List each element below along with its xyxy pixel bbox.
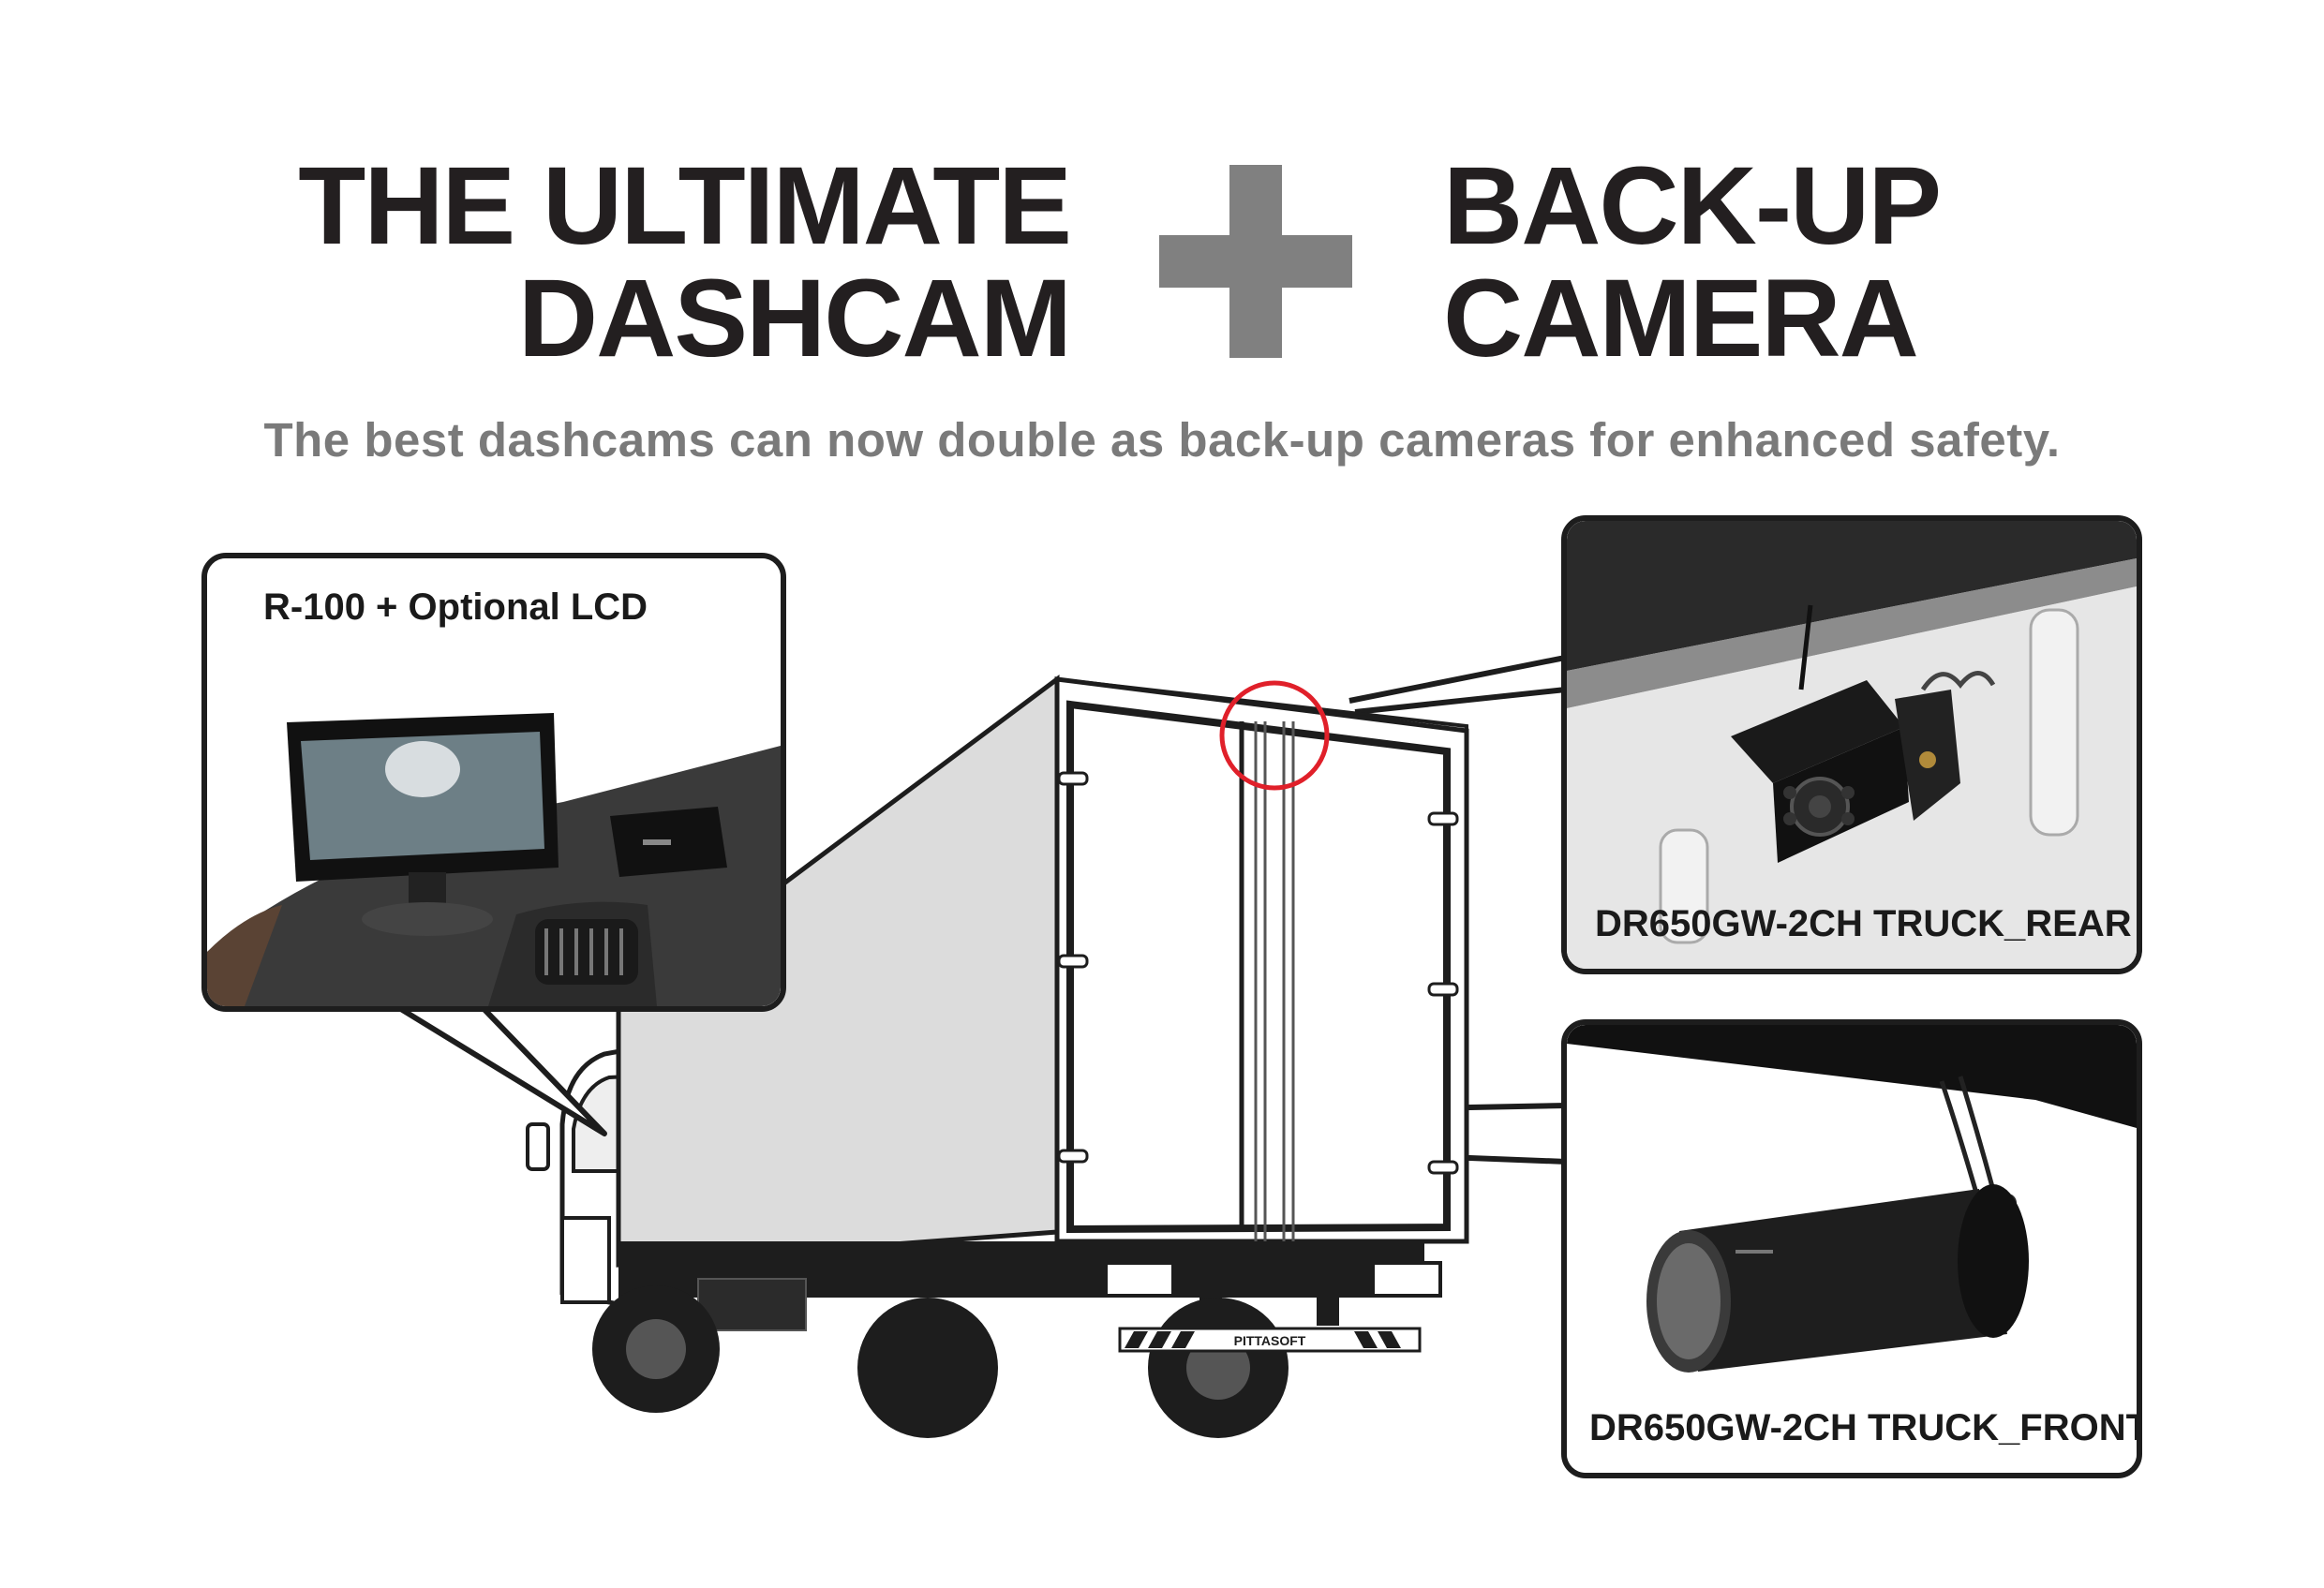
headline-left-line1: THE ULTIMATE bbox=[298, 144, 1072, 268]
headline-right-line2: CAMERA bbox=[1443, 257, 1919, 380]
rear-callout-pointer bbox=[1348, 652, 1577, 715]
headline-left-line2: DASHCAM bbox=[517, 257, 1072, 380]
panel-rear-camera: DR650GW-2CH TRUCK_REAR bbox=[1561, 515, 2142, 974]
bumper-brand: PITTASOFT bbox=[1234, 1333, 1306, 1348]
tail-light-left bbox=[1104, 1261, 1175, 1298]
panel-lcd: R-100 + Optional LCD bbox=[201, 553, 786, 1012]
headline-left: THE ULTIMATE DASHCAM bbox=[298, 144, 1072, 380]
rear-camera-highlight-circle bbox=[1219, 680, 1330, 791]
panel-front-label: DR650GW-2CH TRUCK_FRONT bbox=[1589, 1407, 2142, 1448]
bumper-stripes bbox=[1125, 1331, 1401, 1348]
rear-doors-frame bbox=[1066, 700, 1451, 1234]
front-wheel-hub bbox=[626, 1319, 686, 1379]
lcd-photo bbox=[207, 558, 781, 1006]
mud-flap-right bbox=[1317, 1274, 1339, 1326]
truck-box-rear bbox=[1054, 676, 1469, 1244]
tail-light-right bbox=[1371, 1261, 1442, 1298]
lcd-callout-pointer bbox=[372, 990, 607, 1136]
panel-front-camera: DR650GW-2CH TRUCK_FRONT bbox=[1561, 1019, 2142, 1478]
headline-right: BACK-UP CAMERA bbox=[1443, 144, 1942, 380]
door-hinges bbox=[1057, 771, 1459, 1175]
front-camera-photo bbox=[1567, 1025, 2137, 1473]
rear-camera-photo bbox=[1567, 521, 2137, 969]
fuel-tank bbox=[697, 1278, 807, 1331]
side-mirror bbox=[526, 1122, 550, 1171]
cab-door-panel bbox=[560, 1216, 611, 1304]
panel-rear-label: DR650GW-2CH TRUCK_REAR bbox=[1595, 903, 2132, 944]
panel-lcd-label: R-100 + Optional LCD bbox=[263, 586, 648, 628]
subtitle: The best dashcams can now double as back… bbox=[263, 413, 2061, 467]
rear-wheel-outer bbox=[857, 1298, 998, 1438]
headline-right-line1: BACK-UP bbox=[1443, 144, 1942, 268]
